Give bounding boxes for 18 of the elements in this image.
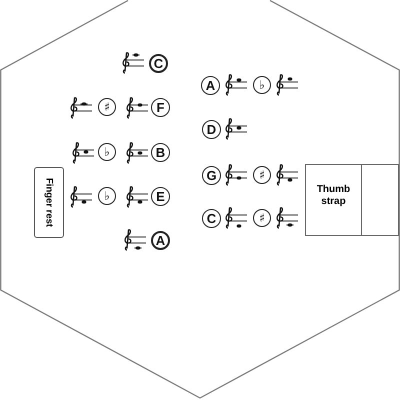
- thumb-strap-panel: Thumb strap: [305, 164, 362, 236]
- side-panel: [361, 164, 399, 236]
- finger-rest-pad: Finger rest: [34, 167, 64, 238]
- note-key: C: [202, 209, 221, 228]
- note-key: A: [201, 76, 220, 95]
- note-key: E: [151, 187, 170, 206]
- accidental-key: ♭: [98, 187, 116, 205]
- note-key: F: [151, 98, 170, 117]
- note-key: G: [202, 166, 221, 185]
- note-key: A: [151, 231, 170, 250]
- accidental-key: ♭: [253, 76, 271, 94]
- note-key: D: [202, 120, 221, 139]
- note-key: C: [149, 54, 168, 73]
- note-key: B: [151, 143, 170, 162]
- accidental-key: ♭: [98, 143, 116, 161]
- accidental-key: ♯: [253, 209, 271, 227]
- accidental-key: ♯: [253, 166, 271, 184]
- accidental-key: ♯: [98, 98, 116, 116]
